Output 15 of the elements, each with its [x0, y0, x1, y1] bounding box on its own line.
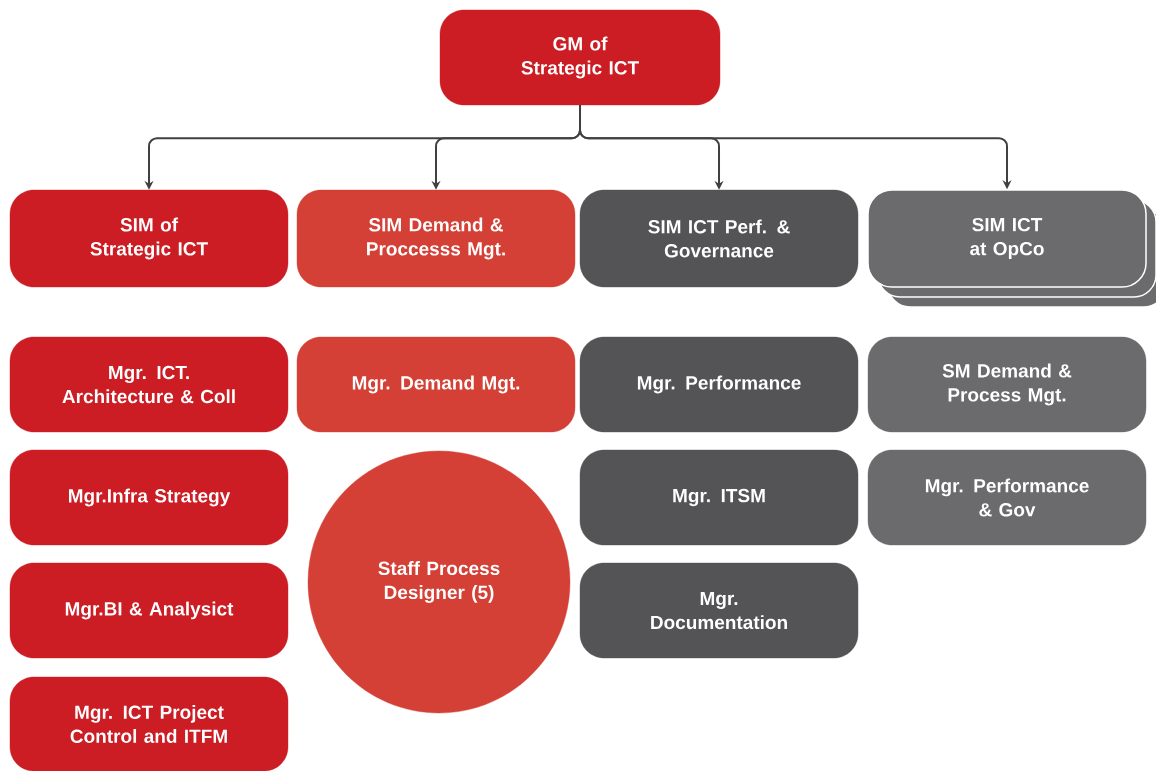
- org-box: SIM ICT at OpCo: [867, 189, 1147, 288]
- org-box: Mgr. ICT. Architecture & Coll: [9, 336, 289, 433]
- org-box: SIM of Strategic ICT: [9, 189, 289, 288]
- org-box: Mgr. Documentation: [579, 562, 859, 659]
- org-box: SM Demand & Process Mgt.: [867, 336, 1147, 433]
- org-box: SIM Demand & Proccesss Mgt.: [296, 189, 576, 288]
- org-box: Mgr. ITSM: [579, 449, 859, 546]
- org-box: Mgr. Demand Mgt.: [296, 336, 576, 433]
- org-box: SIM ICT Perf. & Governance: [579, 189, 859, 288]
- org-box: Mgr.BI & Analysict: [9, 562, 289, 659]
- org-box: Mgr. Performance: [579, 336, 859, 433]
- org-box: GM of Strategic ICT: [439, 9, 721, 106]
- org-box: Mgr. ICT Project Control and ITFM: [9, 676, 289, 771]
- org-box: Mgr.Infra Strategy: [9, 449, 289, 546]
- org-box: Mgr. Performance & Gov: [867, 449, 1147, 546]
